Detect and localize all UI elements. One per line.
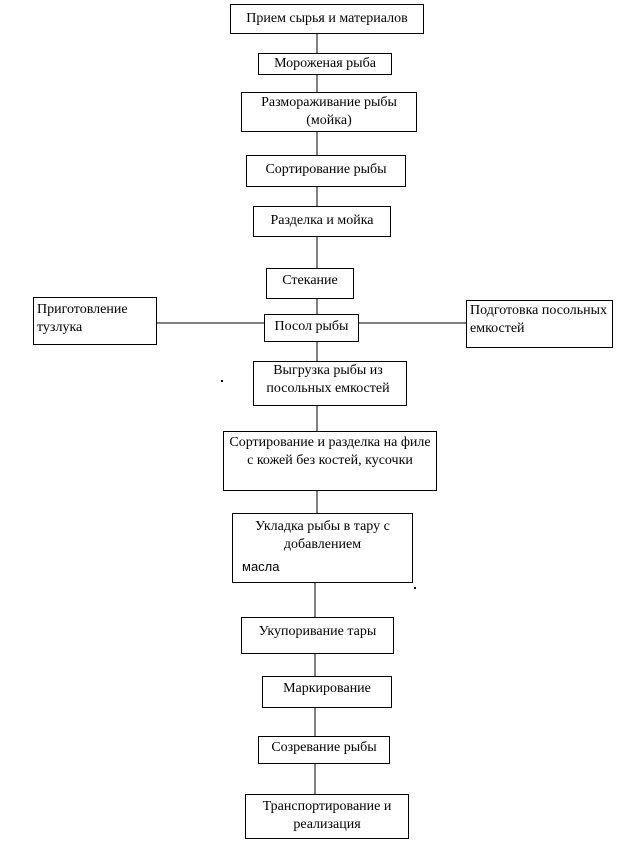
stray-mark [414, 587, 416, 589]
side-salting-tanks-preparation: Подготовка посольных емкостей [466, 300, 613, 348]
step-raw-materials-intake: Прием сырья и материалов [230, 4, 424, 34]
step-sorting-fish: Сортирование рыбы [246, 155, 406, 187]
step-labeling: Маркирование [262, 676, 392, 708]
step-unloading: Выгрузка рыбы из посольных емкостей [253, 361, 407, 406]
step-packing-oil-text: масла [242, 559, 280, 574]
side-brine-preparation: Приготовление тузлука [33, 297, 157, 345]
step-draining: Стекание [266, 268, 354, 299]
step-cutting-washing: Разделка и мойка [253, 206, 391, 237]
step-sealing: Укупоривание тары [241, 617, 394, 654]
step-frozen-fish: Мороженая рыба [258, 53, 392, 75]
step-transport-sales: Транспортирование и реализация [245, 794, 409, 839]
step-packing-text: Укладка рыбы в тару с добавлением [255, 519, 390, 552]
step-salting: Посол рыбы [264, 314, 359, 342]
step-sorting-filleting: Сортирование и разделка на филе с кожей … [223, 431, 437, 491]
step-packing-with-oil: Укладка рыбы в тару с добавлением масла [232, 513, 413, 583]
stray-mark [221, 380, 223, 382]
step-ripening: Созревание рыбы [258, 736, 390, 764]
step-thawing: Размораживание рыбы (мойка) [241, 92, 417, 132]
